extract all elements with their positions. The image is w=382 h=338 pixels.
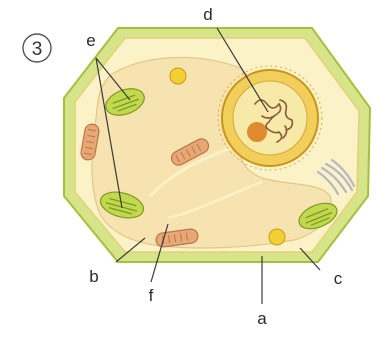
granule [269, 229, 285, 245]
nucleolus [247, 122, 267, 142]
figure-number: 3 [32, 39, 43, 60]
label-f: f [149, 286, 154, 305]
label-a: a [257, 309, 267, 328]
figure-number-badge: 3 [23, 34, 51, 62]
label-d: d [203, 5, 212, 24]
label-c: c [334, 269, 343, 288]
label-e: e [86, 31, 95, 50]
label-b: b [89, 267, 98, 286]
granule [170, 68, 186, 84]
